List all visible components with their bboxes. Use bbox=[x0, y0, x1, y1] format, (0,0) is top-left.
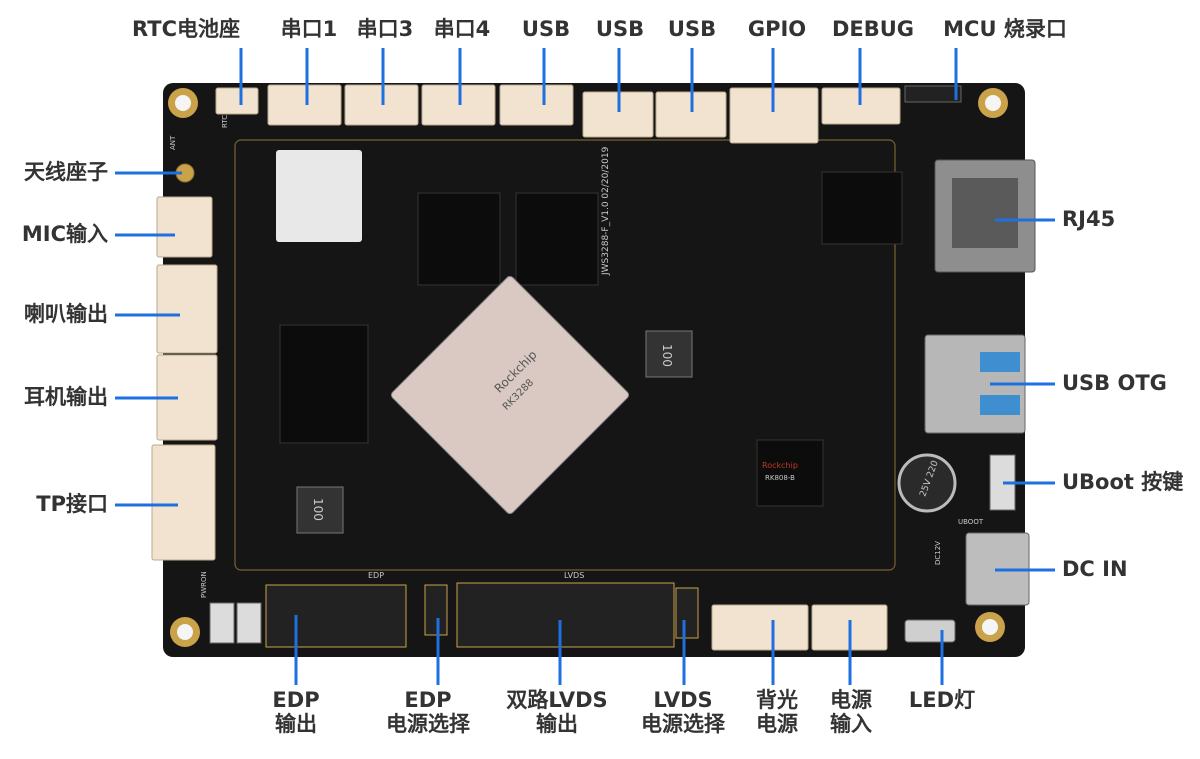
wifi-module bbox=[276, 150, 362, 242]
tp-interface-connector bbox=[151, 444, 216, 561]
label-lvds-power-line1: LVDS bbox=[653, 688, 713, 712]
label-dual-lvds-output: 双路LVDS 输出 bbox=[506, 688, 607, 736]
pwron-button bbox=[209, 602, 235, 644]
backlight-power-connector bbox=[711, 604, 809, 651]
usb-connector-1 bbox=[499, 84, 574, 126]
edp-power-select-jumper bbox=[424, 584, 448, 636]
label-dc-in: DC IN bbox=[1062, 557, 1128, 581]
dual-lvds-output-header bbox=[456, 582, 675, 648]
label-edp-power-select: EDP 电源选择 bbox=[386, 688, 470, 736]
mounting-holes bbox=[168, 88, 1008, 647]
chips bbox=[276, 150, 903, 534]
lvds-power-select-jumper bbox=[675, 587, 699, 639]
label-mic-input: MIC输入 bbox=[21, 222, 108, 246]
reset-button bbox=[236, 602, 262, 644]
label-antenna-socket: 天线座子 bbox=[24, 160, 108, 184]
soc-chip bbox=[390, 275, 630, 515]
label-edp-output-line2: 输出 bbox=[274, 712, 317, 736]
label-lvds-output-line1: 双路LVDS bbox=[506, 688, 608, 712]
electrolytic-capacitor bbox=[897, 453, 957, 513]
silk-pwron: PWRON bbox=[200, 571, 208, 598]
silk-inductor-b: 100 bbox=[311, 498, 325, 521]
ddr-chip-2 bbox=[515, 192, 599, 286]
silk-edp: EDP bbox=[368, 571, 384, 580]
mcu-programming-header bbox=[904, 85, 962, 103]
inductor-b bbox=[296, 486, 344, 534]
label-power-input: 电源 输入 bbox=[830, 688, 872, 736]
ddr-chip-1 bbox=[417, 192, 501, 286]
label-lvds-output-line2: 输出 bbox=[536, 712, 578, 736]
label-backlight-line2: 电源 bbox=[756, 712, 798, 736]
left-connectors bbox=[151, 196, 218, 561]
label-uart4: 串口4 bbox=[433, 17, 491, 41]
silk-mcu-part: RK808-B bbox=[765, 474, 795, 482]
top-connectors bbox=[215, 84, 901, 144]
label-uboot-button: UBoot 按键 bbox=[1062, 470, 1184, 494]
leader-lines bbox=[115, 48, 1055, 685]
label-rtc-battery-socket: RTC电池座 bbox=[132, 17, 240, 41]
label-backlight-power: 背光 电源 bbox=[756, 688, 798, 736]
edp-output-header bbox=[265, 584, 407, 648]
inductor-a bbox=[645, 330, 693, 378]
label-gpio: GPIO bbox=[747, 17, 807, 41]
label-debug: DEBUG bbox=[831, 17, 915, 41]
label-uart3: 串口3 bbox=[356, 17, 414, 41]
silk-dc12v: DC12V bbox=[934, 541, 942, 565]
label-uart1: 串口1 bbox=[280, 17, 338, 41]
silk-uboot: UBOOT bbox=[958, 518, 984, 526]
speaker-output-connector bbox=[156, 264, 218, 354]
silk-rtc: RTC bbox=[221, 115, 229, 128]
label-usb-otg: USB OTG bbox=[1062, 371, 1167, 395]
silk-board-id: JWS3288-F_V1.0 02/20/2019 bbox=[601, 146, 611, 276]
label-led-line1: LED灯 bbox=[908, 688, 976, 712]
silk-inductor-a: 100 bbox=[660, 344, 674, 367]
label-usb-1: USB bbox=[521, 17, 571, 41]
silk-lvds: LVDS bbox=[564, 571, 584, 580]
label-tp-interface: TP接口 bbox=[36, 492, 108, 516]
label-led-light: LED灯 bbox=[909, 688, 975, 712]
right-connectors bbox=[897, 159, 1036, 606]
label-rj45: RJ45 bbox=[1062, 207, 1116, 231]
emmc-chip bbox=[279, 324, 369, 444]
label-lvds-power-select: LVDS 电源选择 bbox=[641, 688, 725, 736]
label-speaker-output: 喇叭输出 bbox=[24, 302, 108, 326]
label-mcu-programming: MCU 烧录口 bbox=[943, 17, 1067, 41]
uart1-connector bbox=[267, 84, 342, 126]
led-light bbox=[904, 619, 956, 643]
ethernet-transformer bbox=[821, 171, 903, 245]
silk-mcu-brand: Rockchip bbox=[762, 461, 798, 470]
label-usb-2: USB bbox=[595, 17, 645, 41]
silk-ant: ANT bbox=[169, 135, 177, 150]
pcb-inner-outline bbox=[234, 139, 896, 571]
label-edp-power-line2: 电源选择 bbox=[386, 712, 470, 736]
label-edp-power-line1: EDP bbox=[404, 688, 452, 712]
label-power-input-line2: 输入 bbox=[830, 712, 872, 736]
pmic-chip bbox=[756, 439, 824, 507]
label-power-input-line1: 电源 bbox=[830, 688, 872, 712]
label-edp-output-line1: EDP bbox=[272, 688, 320, 712]
mic-input-connector bbox=[156, 196, 213, 258]
rtc-battery-socket bbox=[215, 87, 259, 115]
label-earphone-output: 耳机输出 bbox=[24, 385, 108, 409]
label-backlight-line1: 背光 bbox=[756, 688, 798, 712]
label-usb-3: USB bbox=[667, 17, 717, 41]
label-edp-output: EDP 输出 bbox=[272, 688, 319, 736]
label-lvds-power-line2: 电源选择 bbox=[641, 712, 725, 736]
